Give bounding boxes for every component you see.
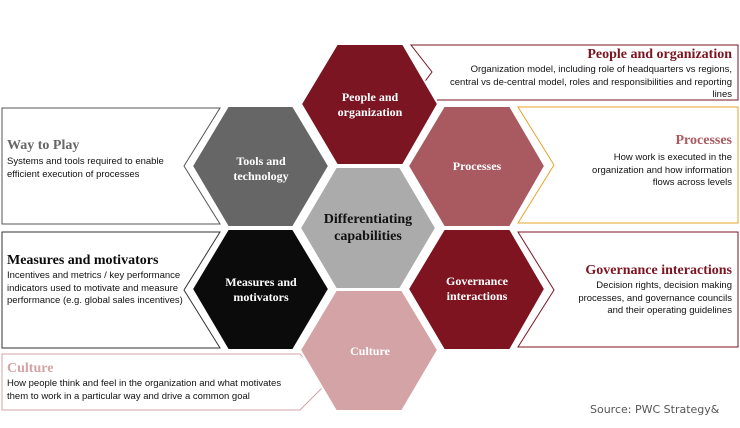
- processes-callout-outline: [517, 106, 739, 224]
- governance-callout-title: Governance interactions: [585, 263, 732, 278]
- hex-governance-interactions: [406, 228, 547, 351]
- hex-label-processes: Processes: [452, 158, 502, 173]
- way-to-play-callout-desc: Systems and tools required to enable eff…: [7, 156, 164, 180]
- people-callout: People and organization Organization mod…: [440, 46, 732, 100]
- culture-callout: Culture How people think and feel in the…: [7, 360, 297, 406]
- culture-callout-title: Culture: [7, 361, 54, 376]
- people-callout-outline: [409, 44, 739, 101]
- hex-tools-and-technology: [190, 105, 331, 228]
- source-note: Source: PWC Strategy&: [590, 403, 720, 416]
- hex-label-culture: Culture: [350, 343, 390, 358]
- hex-culture: [298, 289, 440, 412]
- way-to-play-callout-outline: [1, 107, 221, 225]
- hex-processes: [406, 105, 547, 228]
- measures-callout-outline: [1, 231, 221, 349]
- processes-callout: Processes How work is executed in the or…: [570, 132, 732, 192]
- hex-label-center: Differentiating capabilities: [323, 212, 413, 244]
- way-to-play-callout: Way to Play Systems and tools required t…: [7, 137, 187, 187]
- culture-callout-desc: How people think and feel in the organiz…: [7, 378, 282, 402]
- measures-callout-title: Measures and motivators: [7, 253, 159, 268]
- hex-label-governance: Governance interactions: [446, 274, 508, 303]
- hex-label-tools: Tools and technology: [233, 154, 289, 183]
- measures-callout-desc: Incentives and metrics / key performance…: [7, 270, 183, 306]
- hex-label-measures: Measures and motivators: [225, 275, 297, 304]
- hex-people-and-organization: [299, 43, 440, 166]
- people-callout-desc: Organization model, including role of he…: [450, 64, 732, 100]
- hex-measures-and-motivators: [190, 228, 331, 351]
- governance-callout: Governance interactions Decision rights,…: [560, 262, 732, 322]
- culture-callout-outline: [1, 353, 329, 411]
- governance-callout-desc: Decision rights, decision making process…: [578, 280, 732, 316]
- processes-callout-desc: How work is executed in the organization…: [592, 152, 732, 188]
- processes-callout-title: Processes: [675, 133, 733, 148]
- way-to-play-callout-title: Way to Play: [7, 138, 80, 153]
- people-callout-title: People and organization: [587, 47, 732, 62]
- hex-label-people: People and organization: [337, 90, 403, 119]
- measures-callout: Measures and motivators Incentives and m…: [7, 252, 187, 322]
- governance-callout-outline: [517, 231, 739, 348]
